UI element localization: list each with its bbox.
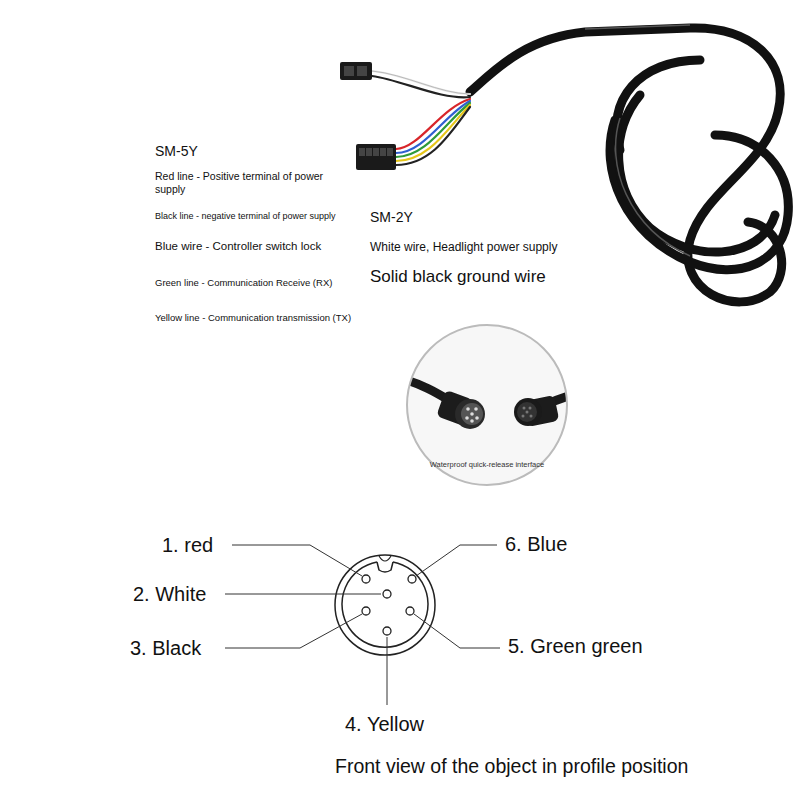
pin	[383, 627, 391, 635]
connector-photo	[470, 412, 474, 416]
wire	[372, 71, 470, 94]
label-slot: Black line - negative terminal of power …	[155, 211, 336, 222]
cable-coil	[619, 95, 775, 252]
connector-photo	[465, 416, 469, 420]
connector-plug	[340, 62, 396, 170]
label-slot: 6. Blue	[505, 532, 567, 556]
cable-highlight	[585, 25, 690, 29]
wire-description: White wire, Headlight power supply	[370, 240, 557, 254]
connector-photo	[407, 325, 567, 485]
connector-name: SM-2Y	[370, 209, 413, 226]
inset-caption: Waterproof quick-release interface	[430, 460, 544, 469]
pin	[406, 607, 414, 615]
connector-plug	[359, 148, 365, 156]
wire	[372, 76, 470, 97]
pin-label: 5. Green green	[508, 634, 643, 658]
connector-plug	[344, 66, 354, 76]
label-slot: Green line - Communication Receive (RX)	[155, 277, 332, 288]
wire	[372, 71, 470, 94]
label-slot: 3. Black	[130, 636, 201, 660]
leader-line	[414, 614, 500, 648]
label-slot: Solid black ground wire	[370, 267, 546, 287]
label-slot: 2. White	[133, 582, 206, 606]
pin-label: 6. Blue	[505, 532, 567, 556]
connector-photo	[474, 407, 478, 411]
pin-label: 2. White	[133, 582, 206, 606]
label-slot: SM-5Y	[155, 143, 198, 160]
connector-photo	[475, 416, 479, 420]
cable-coil	[617, 60, 700, 150]
connector-photo	[461, 403, 483, 425]
label-slot: 5. Green green	[508, 634, 643, 658]
connector-plug	[340, 62, 372, 80]
connector-photo	[522, 415, 525, 418]
leader-line	[225, 545, 500, 705]
pinout-face	[377, 562, 393, 572]
label-slot: Yellow line - Communication transmission…	[155, 312, 351, 323]
wire-description: Black line - negative terminal of power …	[155, 211, 336, 222]
leader-line	[225, 594, 381, 595]
pin	[362, 607, 370, 615]
wire	[396, 105, 470, 161]
label-slot: SM-2Y	[370, 209, 413, 226]
label-slot: White wire, Headlight power supply	[370, 240, 557, 254]
connector-photo	[400, 325, 600, 485]
connector-photo	[470, 419, 474, 423]
connector-plug	[380, 148, 386, 156]
leader-line	[225, 614, 362, 648]
connector-plug	[356, 144, 396, 170]
pin	[383, 590, 391, 598]
wire-description: Yellow line - Communication transmission…	[155, 312, 351, 323]
leader-line	[232, 545, 362, 576]
label-slot: Blue wire - Controller switch lock	[155, 240, 321, 254]
pinout-face	[335, 555, 435, 655]
pinout-face	[335, 555, 435, 655]
wire	[396, 99, 470, 149]
wire	[396, 103, 470, 157]
cable-coil	[470, 28, 788, 302]
connector-photo	[517, 402, 537, 422]
leader-line	[416, 545, 497, 576]
connector-photo	[455, 399, 485, 429]
pin-label: 3. Black	[130, 636, 201, 660]
wire-description: Solid black ground wire	[370, 267, 546, 287]
inset-outline	[407, 325, 567, 485]
connector-photo	[523, 407, 526, 410]
leader-line	[387, 637, 388, 705]
pin	[362, 575, 416, 635]
connector-photo	[526, 411, 529, 414]
label-slot: Front view of the object in profile posi…	[335, 755, 688, 778]
pin-label: 4. Yellow	[345, 712, 424, 736]
caption-note: Front view of the object in profile posi…	[335, 755, 688, 778]
connector-plug	[373, 148, 379, 156]
pinout-face	[379, 556, 391, 561]
label-slot: 4. Yellow	[345, 712, 424, 736]
pin	[362, 575, 370, 583]
pin	[408, 575, 416, 583]
label-slot: Red line - Positive terminal of power su…	[155, 170, 337, 195]
connector-name: SM-5Y	[155, 143, 198, 160]
connector-plug	[387, 148, 393, 156]
pin-label: 1. red	[162, 533, 213, 557]
label-slot: 1. red	[162, 533, 213, 557]
inset-circle: Waterproof quick-release interface	[405, 323, 569, 487]
connector-photo	[530, 415, 533, 418]
pinout-face	[342, 562, 428, 647]
cable-coil	[470, 28, 782, 302]
cable-highlight	[585, 25, 690, 256]
wire	[396, 107, 470, 165]
wire-description: Red line - Positive terminal of power su…	[155, 170, 337, 195]
connector-photo	[466, 407, 470, 411]
connector-plug	[357, 66, 367, 76]
wire-description: Blue wire - Controller switch lock	[155, 240, 321, 254]
connector-photo	[514, 398, 542, 426]
connector-plug	[366, 148, 372, 156]
wire-description: Green line - Communication Receive (RX)	[155, 277, 332, 288]
cable-highlight	[616, 118, 690, 256]
connector-photo	[529, 407, 532, 410]
